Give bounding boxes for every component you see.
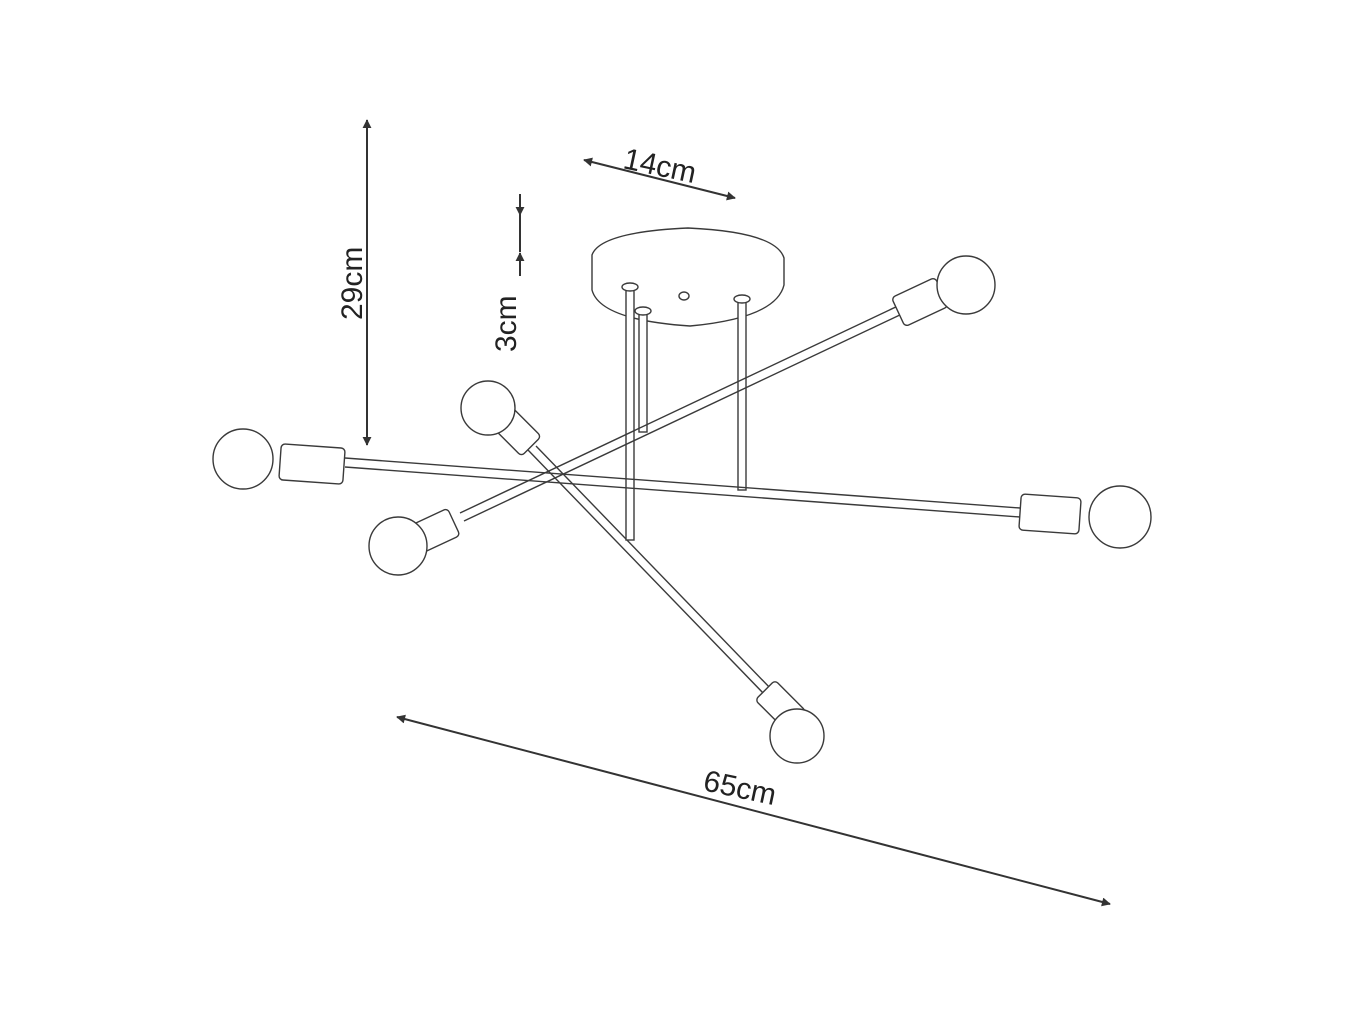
suspension-rods	[621, 282, 751, 541]
width-dimension: 65cm	[396, 714, 1111, 907]
height-dimension: 29cm	[336, 119, 372, 446]
lamp-arm-diagonal	[460, 380, 825, 764]
height-label: 29cm	[336, 247, 369, 320]
canopy-height-dimension: 3cm	[490, 194, 525, 352]
ceiling-canopy	[591, 227, 785, 327]
canopy-diameter-dimension: 14cm	[583, 143, 736, 201]
lamp-arm-horizontal	[212, 428, 1152, 549]
width-label: 65cm	[701, 765, 780, 813]
lamp-arm-rising	[368, 255, 996, 576]
canopy-height-label: 3cm	[490, 295, 523, 352]
canopy-diameter-label: 14cm	[621, 143, 700, 191]
